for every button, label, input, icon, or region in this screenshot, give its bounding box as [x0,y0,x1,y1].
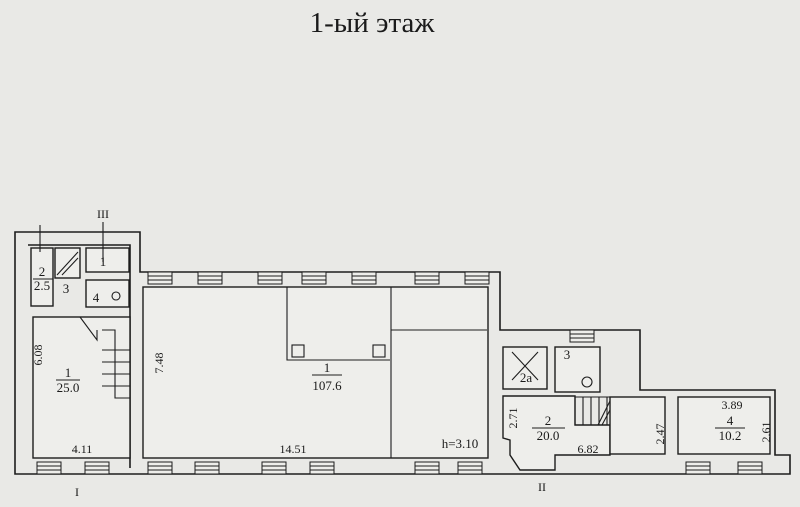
window [194,461,220,475]
window-glazing [37,465,61,471]
room-area: 107.6 [312,378,342,393]
window [685,461,711,475]
window [36,461,62,475]
window [464,271,490,285]
dimension: 14.51 [280,442,307,456]
dimension: 4.11 [72,442,93,456]
window-glazing [148,465,172,471]
room-number: 4 [727,413,734,428]
window [197,271,223,285]
room-left-1 [32,316,131,459]
window [569,329,595,343]
window [737,461,763,475]
window-glazing [415,465,439,471]
window [257,271,283,285]
room-number: 3 [63,281,70,296]
room-area: 25.0 [57,380,80,395]
window-glazing [738,465,762,471]
window-glazing [310,465,334,471]
window [84,461,110,475]
toilet-icon [111,291,121,301]
section-mark-ii: II [538,480,546,494]
window-glazing [262,465,286,471]
window-glazing [415,275,439,281]
window [414,461,440,475]
dimension: 2.61 [759,422,773,443]
room-number: 4 [93,290,100,305]
window [351,271,377,285]
window-glazing [258,275,282,281]
room-main-1 [142,286,489,459]
window [309,461,335,475]
window [147,461,173,475]
window-glazing [148,275,172,281]
section-mark-i: I [75,485,79,499]
window-glazing [686,465,710,471]
ceiling-height: h=3.10 [442,436,479,451]
room-number: 2a [520,370,533,385]
window-glazing [195,465,219,471]
window-glazing [302,275,326,281]
plan-title: 1-ый этаж [310,7,436,39]
window-glazing [458,465,482,471]
window-glazing [352,275,376,281]
window [457,461,483,475]
toilet-icon [581,376,593,388]
window-glazing [465,275,489,281]
dimension: 2.47 [653,424,667,445]
dimension: 3.89 [722,398,743,412]
dimension: 7.48 [152,353,166,374]
windows [36,271,763,475]
room-left-2 [30,247,54,307]
room-area: 20.0 [537,428,560,443]
window [301,271,327,285]
dimension: 6.82 [578,442,599,456]
room-area: 2.5 [34,278,50,293]
window [147,271,173,285]
window-glazing [570,333,594,339]
dimension: 2.71 [506,408,520,429]
room-number: 1 [65,365,72,380]
window [414,271,440,285]
section-mark-iii: III [97,207,109,221]
window [261,461,287,475]
room-number: 3 [564,347,571,362]
dimension: 6.08 [31,345,45,366]
stair-left-lower [56,251,130,399]
room-number: 2 [39,264,46,279]
room-number: 1 [324,360,331,375]
room-left-small-1 [85,247,130,273]
right-block [502,346,771,471]
room-number: 1 [100,254,107,269]
window-glazing [85,465,109,471]
room-area: 10.2 [719,428,742,443]
room-left-4 [85,279,130,308]
window-glazing [198,275,222,281]
room-number: 2 [545,413,552,428]
